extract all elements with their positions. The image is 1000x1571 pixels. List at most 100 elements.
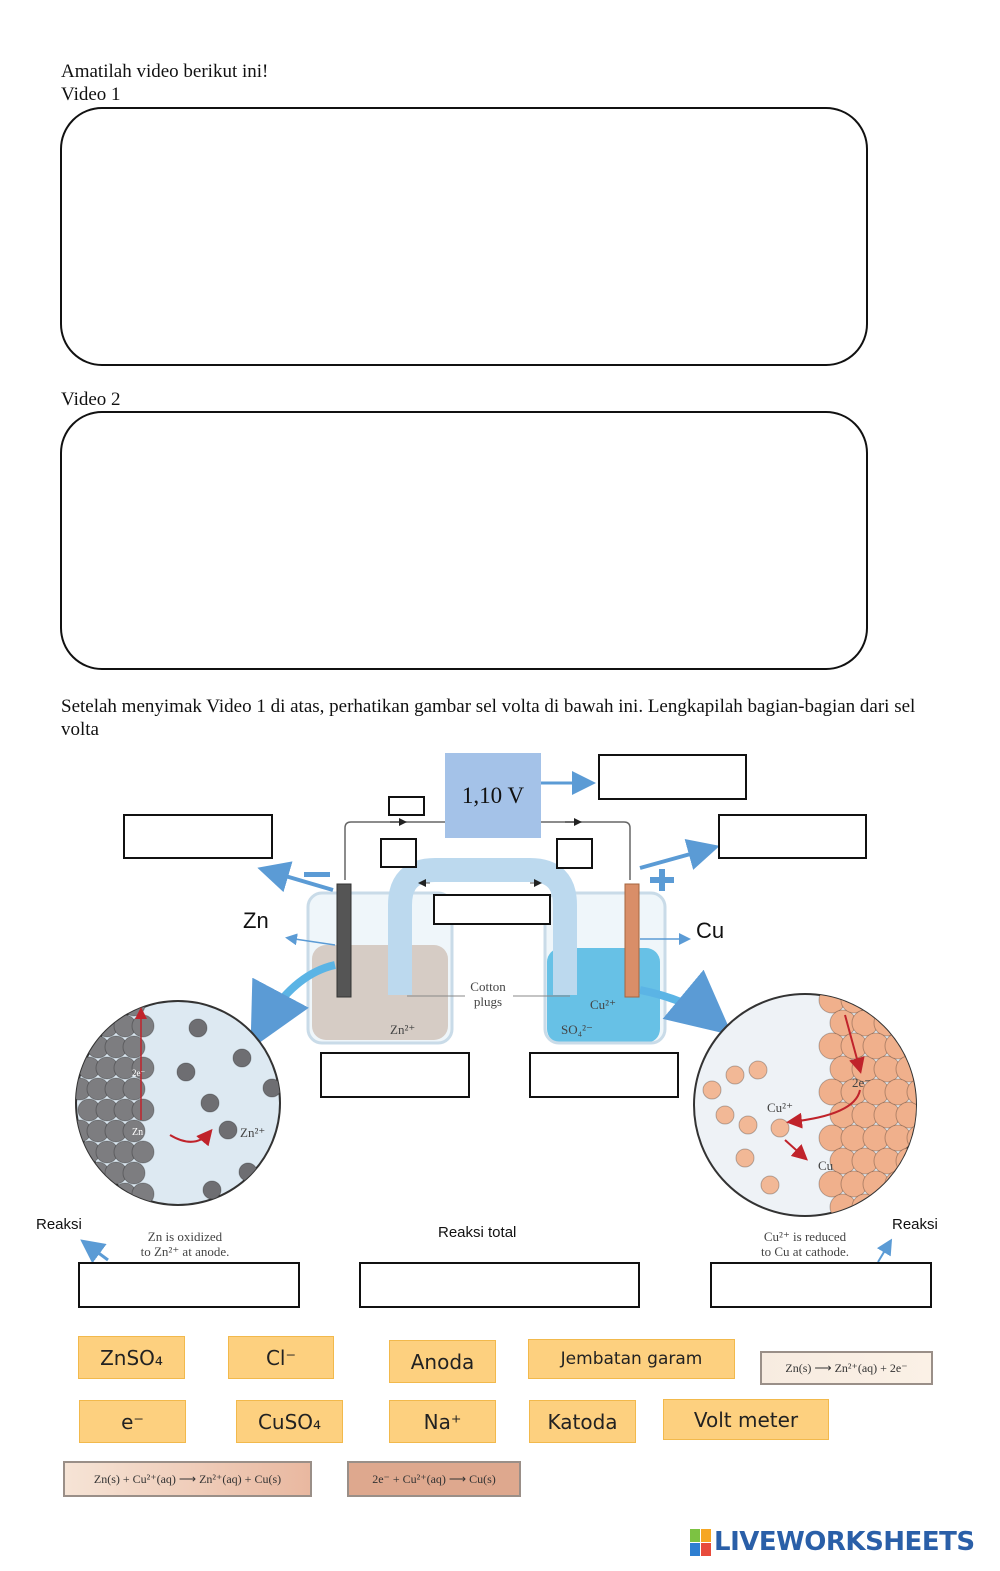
zn-ion [188,1018,208,1038]
answer-box-voltmeter[interactable] [598,754,747,800]
voltmeter: 1,10 V [445,753,541,838]
zn-atom [131,1056,155,1080]
cu-atom [884,1032,912,1060]
answer-box-cuso4[interactable] [529,1052,679,1098]
zn-label: Zn [243,908,269,933]
zn-ion [218,1120,238,1140]
pointer-arrow [80,1239,109,1264]
cu-ion [760,1175,780,1195]
reaksi-total-label: Reaksi total [438,1224,517,1241]
left-circle-ion-label: Zn²⁺ [240,1125,266,1140]
answer-box-znso4[interactable] [320,1052,470,1098]
zn-atom [122,1119,146,1143]
tile-electron[interactable]: e⁻ [79,1400,186,1443]
instruction-paragraph: Setelah menyimak Video 1 di atas, perhat… [61,696,916,740]
cu-atom [906,994,916,1014]
tile-znso4[interactable]: ZnSO₄ [78,1336,185,1379]
tile-total-equation[interactable]: Zn(s) + Cu²⁺(aq) ⟶ Zn²⁺(aq) + Cu(s) [63,1461,312,1497]
cu-atom [906,1032,916,1060]
tile-na[interactable]: Na⁺ [389,1400,496,1443]
cu-atom [895,1055,916,1083]
zn-ion [202,1180,222,1200]
video1-player[interactable] [60,107,868,366]
answer-box-cation[interactable] [556,838,593,869]
zn-electrode [336,883,352,998]
cu-atom [840,994,868,1014]
answer-box-anion[interactable] [380,838,417,868]
cu-ion [748,1060,768,1080]
zn-ion [232,1048,252,1068]
cu-atom [851,1193,879,1216]
zoom-arrow [639,969,733,1036]
tile-cuso4[interactable]: CuSO₄ [236,1400,343,1443]
zn-atom [131,1098,155,1122]
cu-atom [884,994,912,1014]
cu-atom [895,1101,916,1129]
cu-ion [770,1118,790,1138]
cu-atom [918,1010,944,1036]
zn-ion-label: Zn²⁺ [390,1022,416,1037]
answer-box-electron[interactable] [388,796,425,816]
zn-atom [131,1140,155,1164]
cu-atom [862,1170,890,1198]
pointer-arrow [876,1238,893,1263]
cu-atom [829,1193,857,1216]
video2-player[interactable] [60,411,868,670]
zn-atom [76,1161,92,1185]
tile-volt-meter[interactable]: Volt meter [663,1399,829,1440]
left-circle-metal-label: Zn [132,1127,144,1138]
zn-atom [104,1001,128,1017]
tile-cathode-equation[interactable]: 2e⁻ + Cu²⁺(aq) ⟶ Cu(s) [347,1461,521,1497]
zn-atom [122,1161,146,1185]
cu-electrode [624,883,640,998]
cu-atom [906,1124,916,1152]
tile-jembatan-garam[interactable]: Jembatan garam [528,1339,735,1379]
tile-anoda[interactable]: Anoda [389,1340,496,1383]
liveworksheets-logo: LIVEWORKSHEETS [690,1527,975,1557]
zn-ion [262,1078,280,1098]
answer-box-anode-reaction[interactable] [78,1262,300,1308]
cu-ion [725,1065,745,1085]
tile-anode-equation[interactable]: Zn(s) ⟶ Zn²⁺(aq) + 2e⁻ [760,1351,933,1385]
logo-text: LIVEWORKSHEETS [714,1527,975,1557]
video2-label: Video 2 [61,389,121,410]
instructions: Amatilah video berikut ini! [61,61,269,82]
zn-ion [176,1062,196,1082]
tile-katoda[interactable]: Katoda [529,1400,636,1443]
left-circle-electron-label: 2e⁻ [132,1068,146,1078]
pointer-arrow [257,861,334,893]
cu-atom [884,1170,912,1198]
tile-cl[interactable]: Cl⁻ [228,1336,334,1379]
cu-atom [895,1009,916,1037]
answer-box-cathode-reaction[interactable] [710,1262,932,1308]
logo-icon [690,1528,711,1556]
cu-label: Cu [696,918,725,943]
zn-atom [131,1014,155,1038]
right-circle-electron-label: 2e⁻ [852,1075,872,1090]
cu-atom [906,1078,916,1106]
zoom-arrow [250,961,336,1050]
zn-atom [86,1001,110,1017]
cathode-caption-line1: Cu²⁺ is reduced [763,1229,847,1244]
cu-atom [862,994,890,1014]
zn-atom [77,1014,101,1038]
cu-ion [738,1115,758,1135]
cu-atom [918,1056,944,1082]
cu-ion [735,1148,755,1168]
salt-bridge [388,858,577,995]
answer-box-salt-bridge[interactable] [433,894,551,925]
zn-atom [77,1182,101,1205]
zn-atom [76,1001,92,1017]
answer-box-cathode[interactable] [718,814,867,859]
anode-caption-line2: to Zn²⁺ at anode. [140,1244,230,1259]
cu-ion-label: Cu²⁺ [590,997,616,1012]
right-circle-ion-label: Cu²⁺ [767,1100,793,1115]
pointer-arrow [639,839,720,870]
answer-box-anode[interactable] [123,814,273,859]
cotton-plugs-label: Cotton plugs [470,979,506,1009]
answer-box-total-reaction[interactable] [359,1262,640,1308]
